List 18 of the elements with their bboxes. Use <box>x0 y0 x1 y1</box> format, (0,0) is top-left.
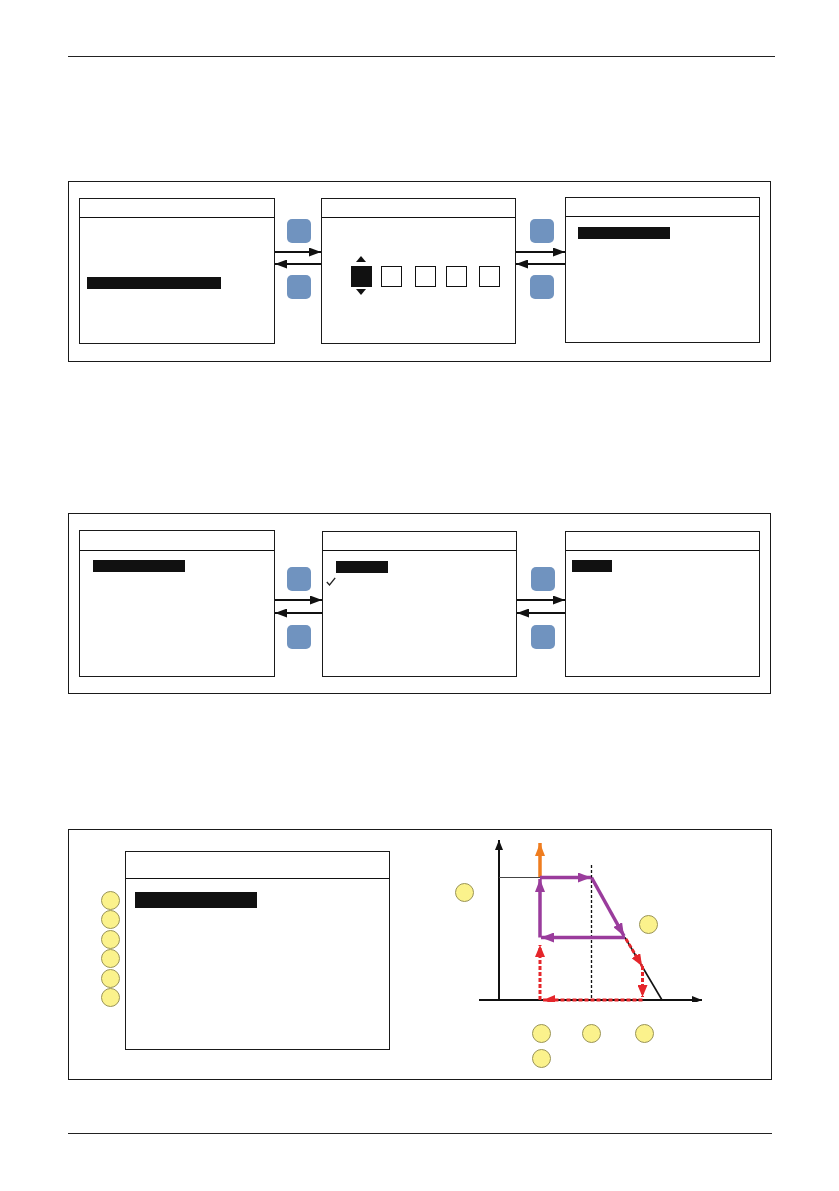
arrow <box>516 259 565 269</box>
arrow <box>275 595 322 605</box>
arrow <box>275 259 321 269</box>
figure-frame <box>68 513 771 694</box>
arrow <box>517 595 565 605</box>
figure-frame <box>68 181 771 362</box>
display-screen <box>125 851 390 1050</box>
display-screen <box>565 197 760 343</box>
arrow <box>517 608 565 618</box>
display-screen <box>565 531 760 677</box>
arrow <box>275 247 321 257</box>
display-screen <box>322 531 517 677</box>
figure-frame <box>68 829 772 1080</box>
arrow <box>516 247 565 257</box>
display-screen <box>321 198 516 344</box>
display-screen <box>79 198 275 344</box>
display-screen <box>79 530 275 677</box>
arrow <box>275 608 322 618</box>
